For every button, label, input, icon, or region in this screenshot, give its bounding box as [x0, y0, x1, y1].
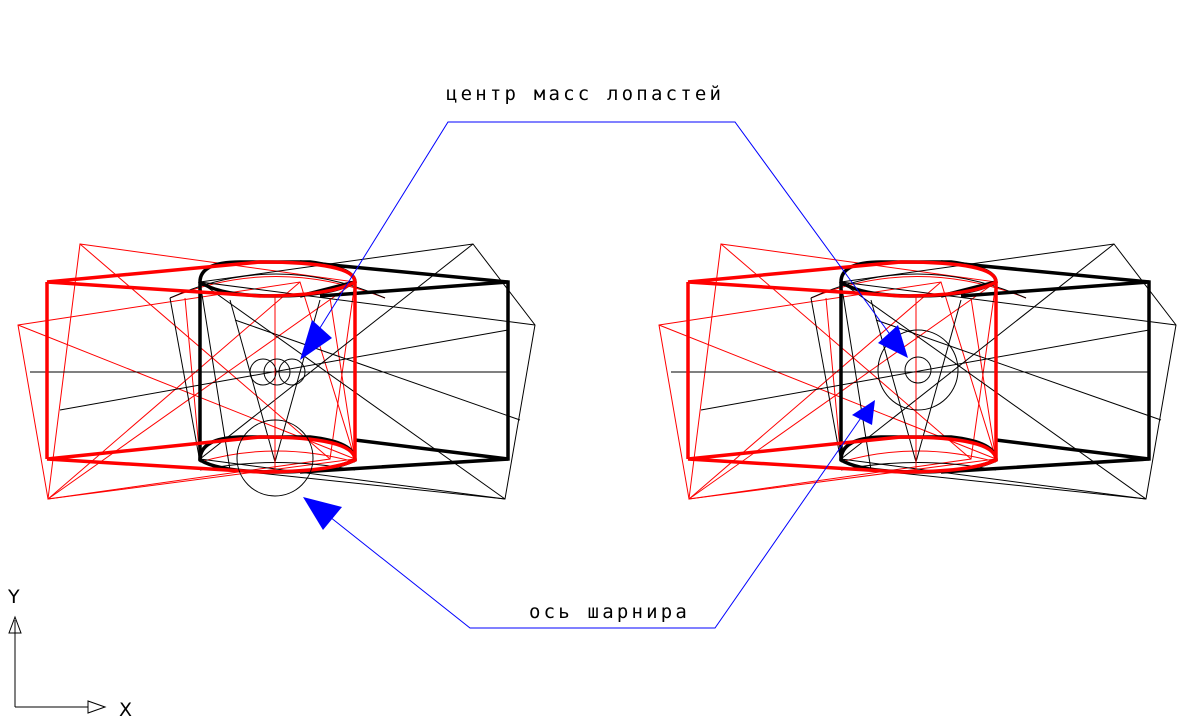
left-rotor-view	[16, 242, 537, 501]
leader-mass-center	[304, 121, 906, 356]
right-rotor-view	[657, 242, 1178, 501]
leader-lines	[304, 121, 906, 629]
axis-y-label: Y	[7, 586, 20, 608]
mass-center-circle	[249, 358, 277, 386]
ucs-icon	[8, 615, 107, 714]
leader-hinge-axis	[324, 411, 866, 629]
arrowhead-icon	[303, 497, 342, 530]
mass-center-circle	[904, 356, 932, 384]
arrowhead-icon	[852, 400, 875, 425]
axis-x-label: X	[119, 699, 132, 719]
arrowhead-icon	[300, 320, 332, 360]
arrowheads	[300, 320, 908, 530]
hinge-circle	[877, 329, 959, 411]
label-blade-center-of-mass: центр масс лопастей	[446, 83, 724, 105]
hinge-circle	[236, 419, 314, 497]
mass-center-circle	[263, 358, 291, 386]
arrowhead-icon	[878, 325, 908, 358]
mass-center-circle	[278, 358, 306, 386]
label-hinge-axis: ось шарнира	[529, 601, 690, 623]
